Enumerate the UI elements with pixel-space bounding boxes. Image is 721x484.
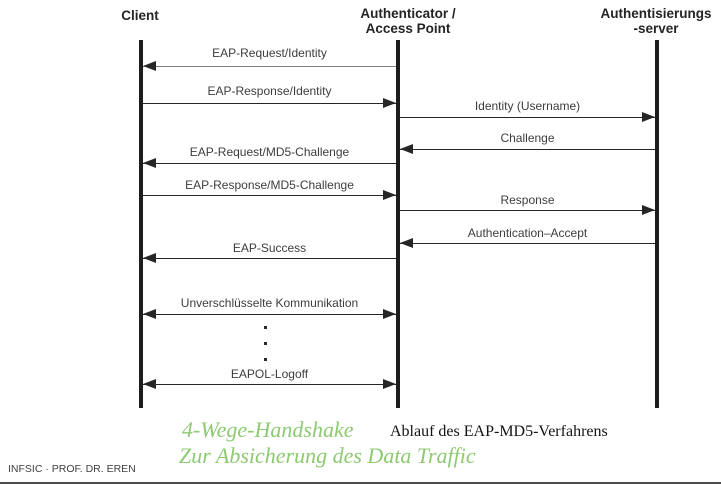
message-arrow (143, 61, 396, 72)
message-label: Identity (Username) (474, 99, 581, 113)
arrowhead-right-icon (642, 205, 655, 215)
message-line (143, 195, 396, 196)
message-label: Challenge (500, 131, 555, 145)
message-label: EAP-Response/MD5-Challenge (185, 178, 354, 192)
message-line (143, 384, 396, 385)
message-label: Unverschlüsselte Kommunikation (180, 296, 359, 310)
message-arrow (143, 158, 396, 169)
arrowhead-right-icon (642, 112, 655, 122)
lifeline-server (655, 40, 659, 408)
message-line (143, 163, 396, 164)
arrowhead-left-icon (143, 253, 156, 263)
arrowhead-right-icon (383, 309, 396, 319)
actor-header-line: Access Point (365, 21, 451, 36)
arrowhead-left-icon (400, 144, 413, 154)
lifeline-ap (396, 40, 400, 408)
message-line (400, 149, 655, 150)
actor-header-line: -server (633, 21, 679, 36)
ellipsis-dot (264, 342, 267, 345)
message-line (143, 258, 396, 259)
message-arrow (143, 309, 396, 320)
message-arrow (400, 238, 655, 249)
ellipsis-dot (264, 358, 267, 361)
actor-header-client: Client (121, 8, 159, 23)
handshake-caption-line2: Zur Absicherung des Data Traffic (179, 443, 476, 468)
message-arrow (400, 144, 655, 155)
actor-header-line: Client (121, 8, 159, 23)
message-line (400, 117, 655, 118)
arrowhead-left-icon (143, 309, 156, 319)
actor-header-line: Authenticator / (360, 6, 456, 21)
actor-header-server: Authentisierungs-server (600, 6, 711, 36)
message-label: EAP-Success (232, 241, 307, 255)
figure-caption: Ablauf des EAP-MD5-Verfahrens (390, 423, 608, 440)
arrowhead-right-icon (383, 98, 396, 108)
ellipsis-dot (264, 326, 267, 329)
message-label: EAP-Response/Identity (207, 84, 332, 98)
actor-header-ap: Authenticator /Access Point (360, 6, 455, 36)
message-line (143, 314, 396, 315)
message-label: EAP-Request/Identity (212, 46, 327, 60)
message-arrow (400, 205, 655, 216)
actor-header-line: Authentisierungs (600, 6, 712, 21)
message-arrow (143, 379, 396, 390)
arrowhead-left-icon (400, 238, 413, 248)
message-line (400, 210, 655, 211)
message-label: Response (500, 193, 555, 207)
handshake-caption-line1: 4-Wege-Handshake (182, 417, 354, 442)
message-label: Authentication–Accept (467, 226, 588, 240)
message-arrow (143, 98, 396, 109)
message-label: EAPOL-Logoff (230, 367, 309, 381)
footer-course-label: INFSIC · PROF. DR. EREN (8, 463, 136, 475)
message-arrow (400, 112, 655, 123)
arrowhead-left-icon (143, 379, 156, 389)
lifeline-client (139, 40, 143, 408)
message-line (143, 66, 396, 67)
bottom-rule (0, 482, 721, 484)
message-line (400, 243, 655, 244)
message-arrow (143, 253, 396, 264)
arrowhead-left-icon (143, 158, 156, 168)
arrowhead-left-icon (143, 61, 156, 71)
arrowhead-right-icon (383, 190, 396, 200)
arrowhead-right-icon (383, 379, 396, 389)
message-label: EAP-Request/MD5-Challenge (189, 145, 350, 159)
message-arrow (143, 190, 396, 201)
message-line (143, 103, 396, 104)
